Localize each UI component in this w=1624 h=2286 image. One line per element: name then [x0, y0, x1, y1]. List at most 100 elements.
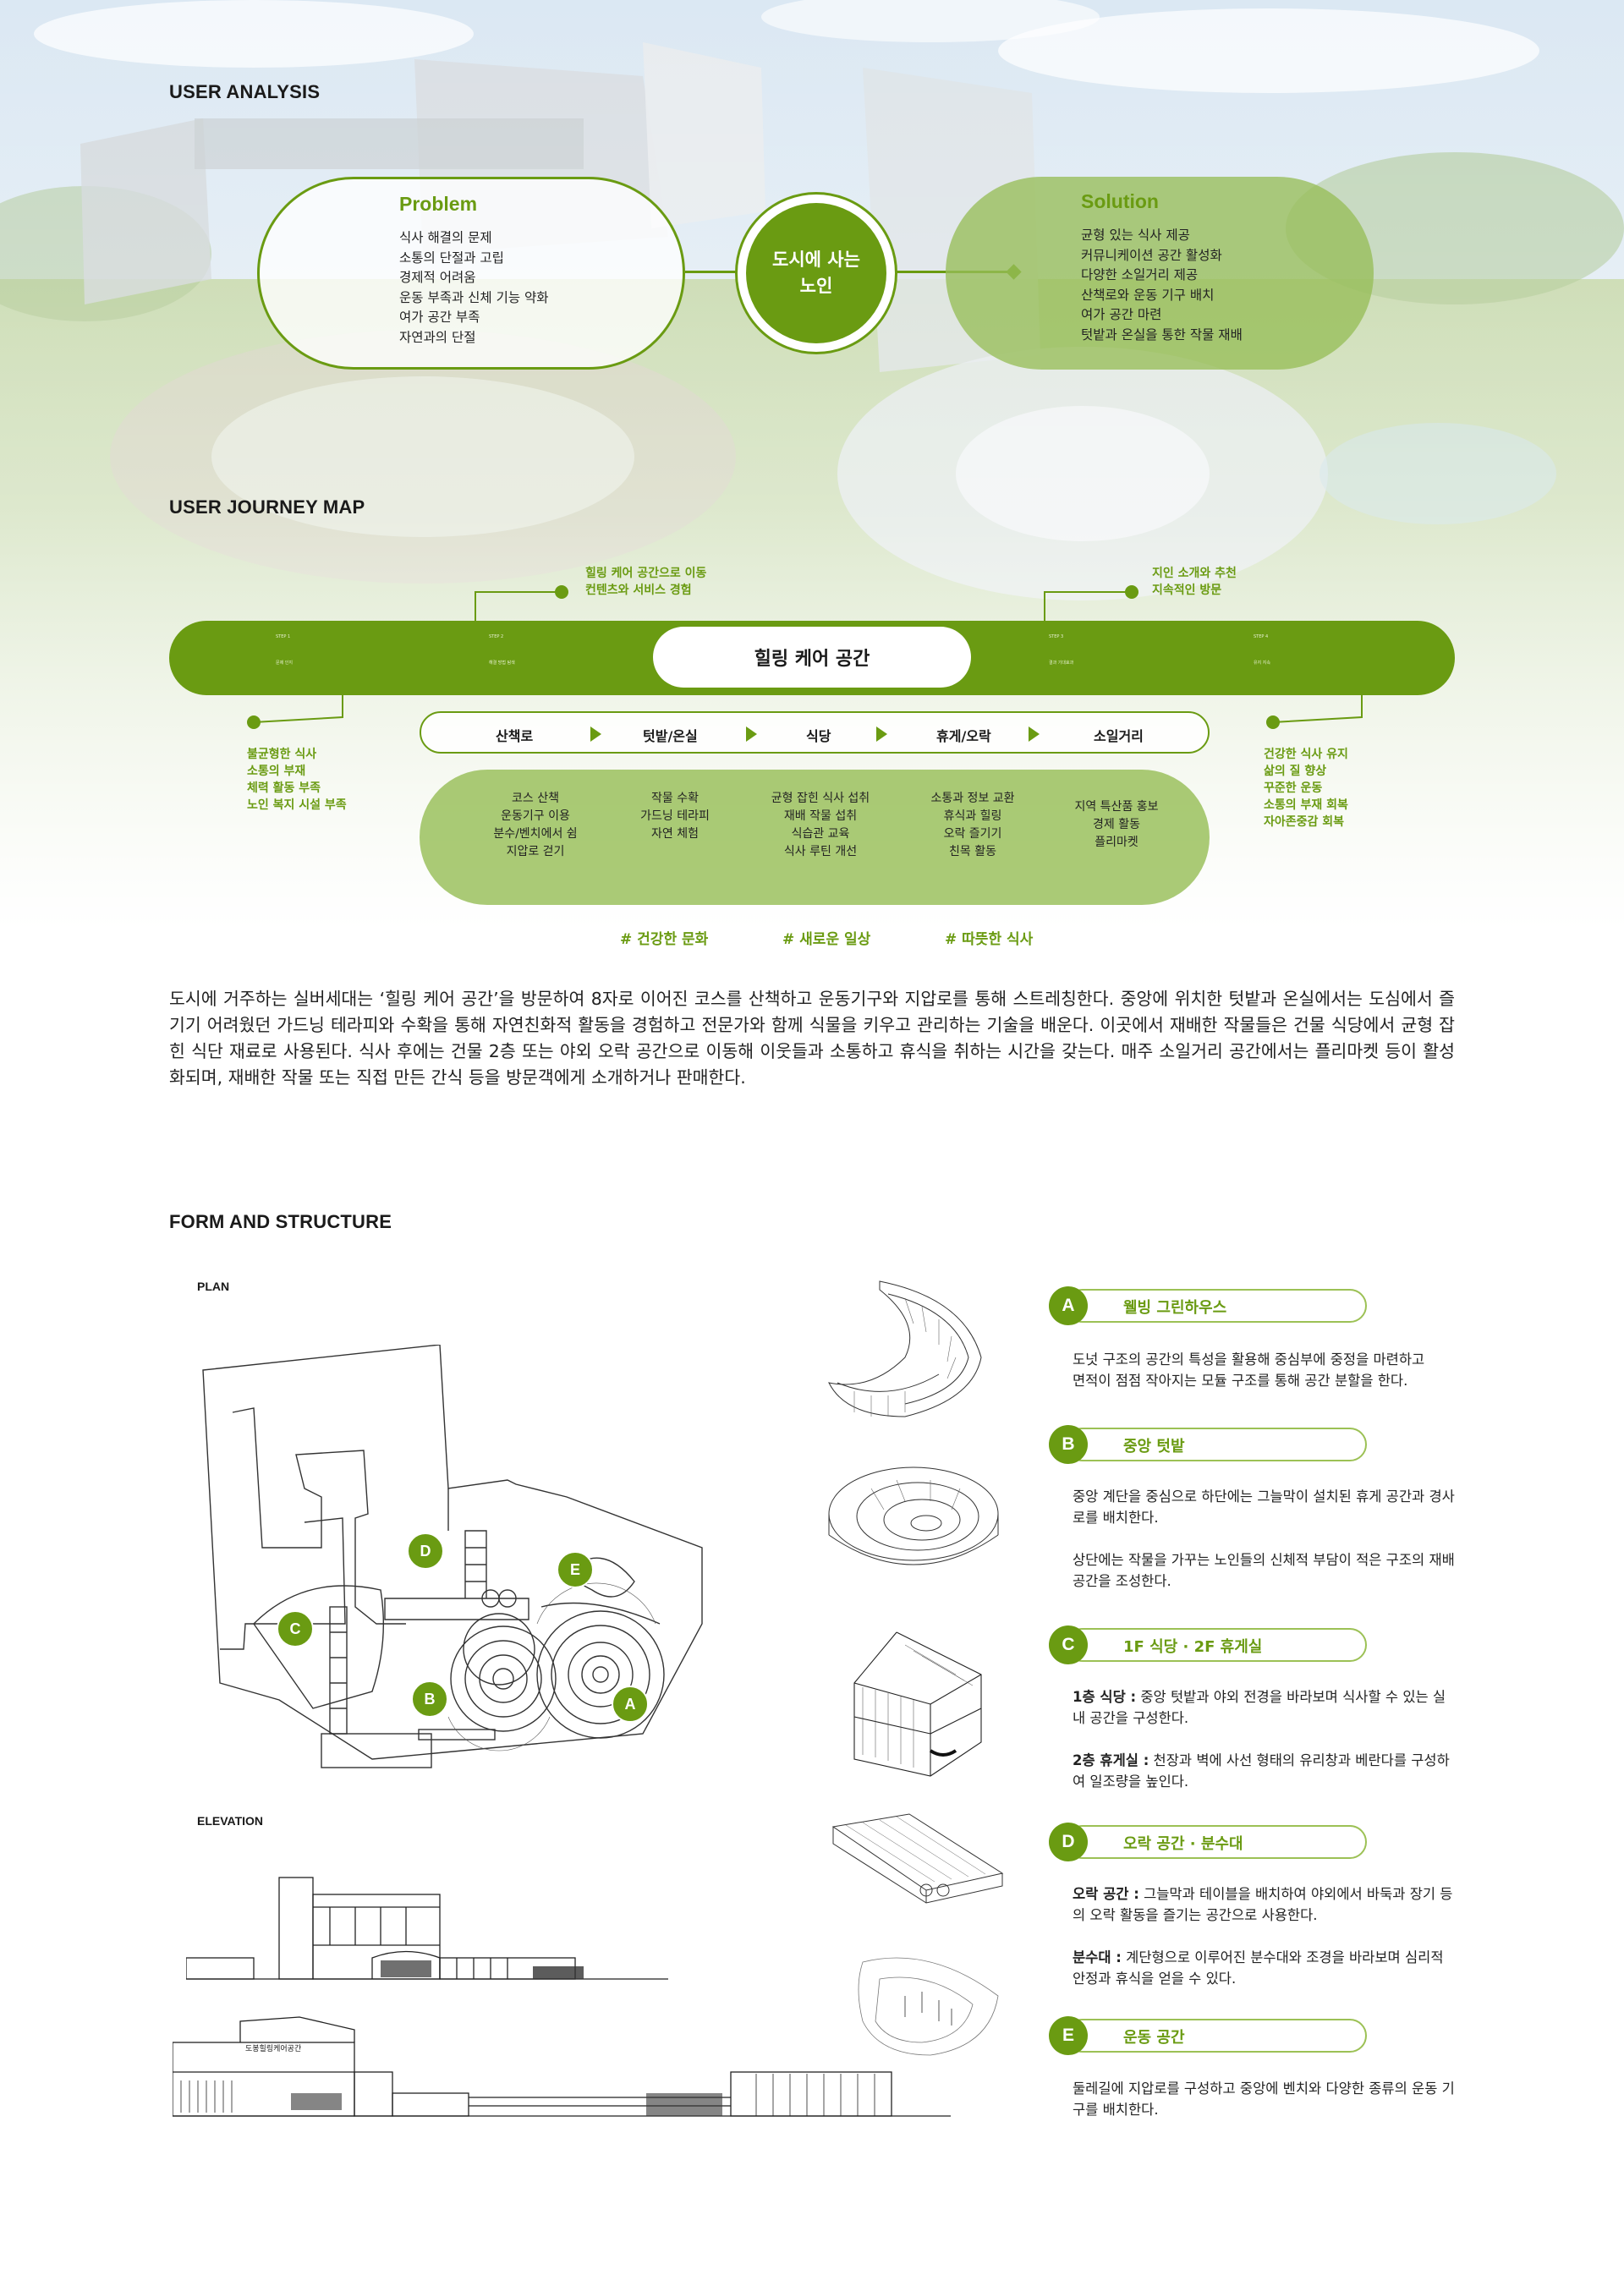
activity-walkway: 코스 산책 운동기구 이용 분수/벤치에서 쉼 지압로 걷기	[493, 792, 578, 858]
item-c-desc-text: 중앙 텃밭과 야외 전경을 바라보며 식사할 수 있는 실내 공간을 구성한다.	[1073, 1689, 1446, 1726]
solution-item: 다양한 소일거리 제공	[1081, 267, 1199, 282]
plan-marker-b: B	[411, 1680, 448, 1718]
item-c-desc-line: 1층 식당 : 중앙 텃밭과 야외 전경을 바라보며 식사할 수 있는 실내 공…	[1073, 1686, 1455, 1729]
solution-item: 산책로와 운동 기구 배치	[1081, 287, 1215, 303]
item-c-badge: C	[1049, 1625, 1088, 1664]
plan-marker-d: D	[407, 1532, 444, 1570]
journey-map-heading: USER JOURNEY MAP	[169, 496, 365, 518]
hashtag: # 따뜻한 식사	[945, 931, 1034, 948]
journey-dot	[1266, 715, 1280, 729]
problem-item: 소통의 단절과 고립	[399, 249, 504, 266]
item-c-desc-label: 1층 식당 :	[1073, 1689, 1137, 1705]
item-a-header: A 웰빙 그린하우스	[1049, 1286, 1367, 1325]
hashtag: # 새로운 일상	[782, 931, 871, 948]
form-structure-heading: FORM AND STRUCTURE	[169, 1211, 392, 1232]
item-e-desc-line: 둘레길에 지압로를 구성하고 중앙에 벤치와 다양한 종류의 운동 기구를 배치…	[1073, 2080, 1455, 2118]
item-b-pill	[1066, 1428, 1367, 1461]
axon-lounge-drawing	[831, 1813, 1004, 1904]
journey-dot	[247, 715, 261, 729]
plan-marker-c: C	[277, 1610, 314, 1647]
step-arrow-icon	[876, 726, 887, 742]
item-b-description: 중앙 계단을 중심으로 하단에는 그늘막이 설치된 휴게 공간과 경사로를 배치…	[1073, 1486, 1455, 1592]
stage-label: 해결 방법 탐색	[489, 661, 515, 666]
item-b-desc-line: 상단에는 작물을 가꾸는 노인들의 신체적 부담이 적은 구조의 재배 공간을 …	[1073, 1552, 1455, 1589]
stage-step: STEP 4	[1254, 634, 1269, 639]
solution-item: 여가 공간 마련	[1081, 307, 1162, 322]
item-c-pill	[1066, 1628, 1367, 1662]
activity-side-jobs: 지역 특산품 홍보 경제 활동 플리마켓	[1074, 800, 1159, 849]
item-d-desc-line: 오락 공간 : 그늘막과 테이블을 배치하여 야외에서 바둑과 장기 등의 오락…	[1073, 1883, 1455, 1926]
axon-greenhouse-drawing	[828, 1280, 982, 1417]
item-d-title: 오락 공간 · 분수대	[1123, 1835, 1243, 1853]
solution-item: 텃밭과 온실을 통한 작물 재배	[1081, 326, 1243, 343]
item-c-desc-text: 천장과 벽에 사선 형태의 유리창과 베란다를 구성하여 일조량을 높인다.	[1073, 1752, 1450, 1790]
step-walkway: 산책로	[496, 728, 534, 744]
item-e-pill	[1066, 2019, 1367, 2053]
item-c-description: 1층 식당 : 중앙 텃밭과 야외 전경을 바라보며 식사할 수 있는 실내 공…	[1073, 1686, 1455, 1792]
journey-center-label: 힐링 케어 공간	[653, 627, 971, 688]
step-garden: 텃밭/온실	[643, 728, 698, 744]
journey-note-left: 불균형한 식사 소통의 부재 체력 활동 부족 노인 복지 시설 부족	[247, 748, 347, 812]
item-c-desc-line: 2층 휴게실 : 천장과 벽에 사선 형태의 유리창과 베란다를 구성하여 일조…	[1073, 1750, 1455, 1792]
item-d-desc-line: 분수대 : 계단형으로 이루어진 분수대와 조경을 바라보며 심리적 안정과 휴…	[1073, 1947, 1455, 1989]
journey-activities: 코스 산책 운동기구 이용 분수/벤치에서 쉼 지압로 걷기 작물 수확 가드닝…	[420, 770, 1210, 905]
item-d-header: D 오락 공간 · 분수대	[1049, 1823, 1367, 1861]
target-user-circle: 도시에 사는 노인	[735, 192, 897, 354]
item-a-badge: A	[1049, 1286, 1088, 1325]
journey-steps: 산책로 텃밭/온실 식당 휴게/오락 소일거리	[420, 711, 1210, 754]
problem-item: 운동 부족과 신체 기능 약화	[399, 289, 549, 305]
item-d-description: 오락 공간 : 그늘막과 테이블을 배치하여 야외에서 바둑과 장기 등의 오락…	[1073, 1883, 1455, 1989]
hero-background-render	[0, 0, 1624, 930]
journey-note-right: 건강한 식사 유지 삶의 질 향상 꾸준한 운동 소통의 부재 회복 자아존중감…	[1264, 748, 1348, 829]
item-a-title: 웰빙 그린하우스	[1123, 1299, 1227, 1317]
stage-step: STEP 2	[489, 634, 504, 639]
solution-card: Solution 균형 있는 식사 제공 커뮤니케이션 공간 활성화 다양한 소…	[946, 177, 1374, 370]
item-e-badge: E	[1049, 2016, 1088, 2055]
item-a-pill	[1066, 1289, 1367, 1323]
problem-list: 식사 해결의 문제 소통의 단절과 고립 경제적 어려움 운동 부족과 신체 기…	[399, 228, 549, 348]
item-c-title: 1F 식당 · 2F 휴게실	[1123, 1638, 1263, 1656]
item-b-badge: B	[1049, 1425, 1088, 1464]
journey-dot	[555, 585, 568, 599]
item-a-description: 도넛 구조의 공간의 특성을 활용해 중심부에 중정을 마련하고 면적이 점점 …	[1073, 1349, 1455, 1391]
stage-step: STEP 1	[276, 634, 291, 639]
building-sign: 도봉힐링케어공간	[245, 2044, 302, 2053]
problem-card: Problem 식사 해결의 문제 소통의 단절과 고립 경제적 어려움 운동 …	[257, 177, 685, 370]
item-d-desc-label: 분수대 :	[1073, 1949, 1122, 1965]
item-e-description: 둘레길에 지압로를 구성하고 중앙에 벤치와 다양한 종류의 운동 기구를 배치…	[1073, 2078, 1455, 2120]
stage-label: 유지 지속	[1254, 661, 1270, 666]
item-b-desc-line: 중앙 계단을 중심으로 하단에는 그늘막이 설치된 휴게 공간과 경사로를 배치…	[1073, 1488, 1455, 1526]
problem-item: 경제적 어려움	[399, 270, 476, 285]
step-restaurant: 식당	[806, 728, 831, 744]
journey-connector-lines	[253, 591, 1363, 723]
journey-note-top-left: 힐링 케어 공간으로 이동 컨텐츠와 서비스 경험	[585, 567, 707, 597]
solution-list: 균형 있는 식사 제공 커뮤니케이션 공간 활성화 다양한 소일거리 제공 산책…	[1081, 226, 1243, 345]
item-d-badge: D	[1049, 1823, 1088, 1861]
activity-lounge: 소통과 정보 교환 휴식과 힐링 오락 즐기기 친목 활동	[930, 792, 1015, 858]
plan-label: PLAN	[197, 1280, 230, 1293]
plan-marker-a: A	[612, 1686, 649, 1723]
user-analysis-heading: USER ANALYSIS	[169, 81, 321, 102]
activity-garden: 작물 수확 가드닝 테라피 자연 체험	[640, 792, 710, 841]
item-d-desc-text: 그늘막과 테이블을 배치하여 야외에서 바둑과 장기 등의 오락 활동을 즐기는…	[1073, 1886, 1453, 1923]
activity-restaurant: 균형 잡힌 식사 섭취 재배 작물 섭취 식습관 교육 식사 루틴 개선	[771, 792, 870, 858]
stage-label: 결과 기대효과	[1049, 661, 1074, 666]
elevation-label: ELEVATION	[197, 1814, 264, 1828]
item-d-desc-label: 오락 공간 :	[1073, 1886, 1139, 1902]
scenario-paragraph: 도시에 거주하는 실버세대는 ‘힐링 케어 공간’을 방문하여 8자로 이어진 …	[169, 989, 1455, 1088]
step-side-jobs: 소일거리	[1094, 728, 1144, 744]
problem-title: Problem	[399, 193, 478, 215]
journey-note-top-right: 지인 소개와 추천 지속적인 방문	[1152, 567, 1237, 597]
item-d-desc-text: 계단형으로 이루어진 분수대와 조경을 바라보며 심리적 안정과 휴식을 얻을 …	[1073, 1949, 1444, 1987]
hashtag: # 건강한 문화	[620, 931, 709, 948]
solution-item: 균형 있는 식사 제공	[1081, 228, 1190, 243]
problem-item: 식사 해결의 문제	[399, 230, 492, 245]
target-user-label: 도시에 사는 노인	[746, 203, 886, 343]
axon-restaurant-drawing	[853, 1631, 982, 1777]
step-arrow-icon	[1029, 726, 1040, 742]
item-b-title: 중앙 텃밭	[1123, 1438, 1185, 1455]
axon-garden-drawing	[828, 1466, 999, 1565]
problem-connector	[685, 271, 738, 273]
item-b-header: B 중앙 텃밭	[1049, 1425, 1367, 1464]
item-c-header: C 1F 식당 · 2F 휴게실	[1049, 1625, 1367, 1664]
